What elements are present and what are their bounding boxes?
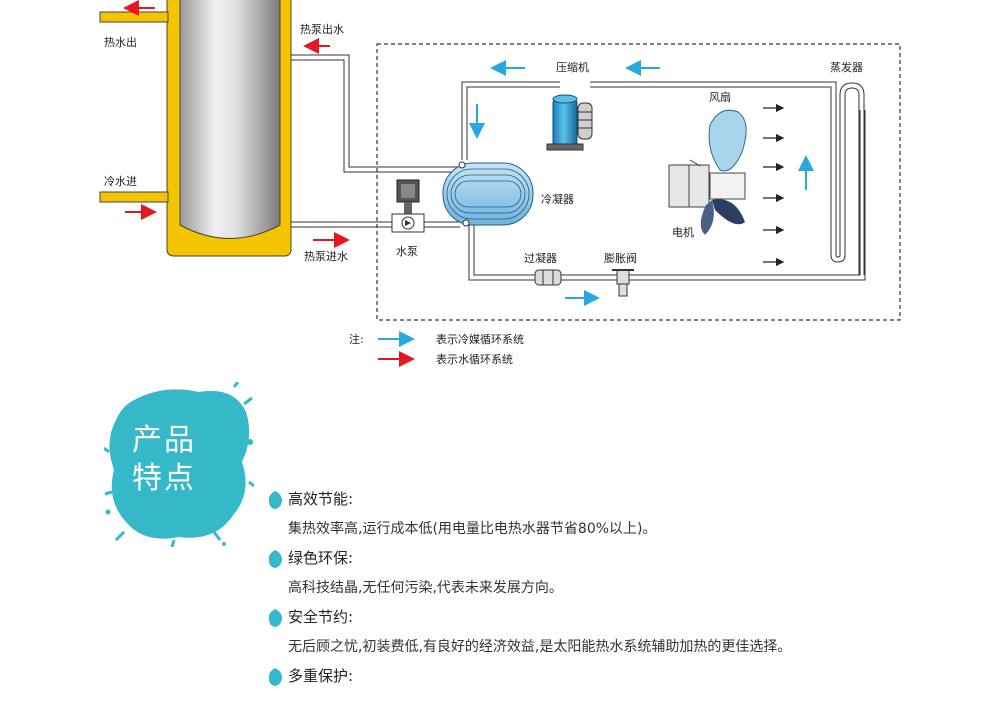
legend: 注: 表示冷媒循环系统 表示水循环系统 bbox=[349, 331, 524, 367]
badge-line-1: 产品 bbox=[132, 423, 196, 458]
feature-description: 集热效率高,运行成本低(用电量比电热水器节省80%以上)。 bbox=[288, 521, 657, 537]
hot-water-out-pipe bbox=[99, 0, 169, 23]
airflow-arrows bbox=[763, 103, 785, 267]
cold-water-in-pipe bbox=[99, 191, 169, 220]
product-features-badge bbox=[104, 382, 254, 547]
feature-description: 无后顾之忧,初装费低,有良好的经济效益,是太阳能热水系统辅助加热的更佳选择。 bbox=[288, 639, 792, 655]
feature-item: 多重保护: bbox=[264, 665, 964, 724]
feature-title: 安全节约: bbox=[288, 608, 354, 626]
label-condenser: 冷凝器 bbox=[541, 192, 574, 206]
feature-description: 高科技结晶,无任何污染,代表未来发展方向。 bbox=[288, 580, 563, 596]
feature-title: 绿色环保: bbox=[288, 549, 354, 567]
pump-water-out-pipe bbox=[291, 38, 460, 173]
feature-title: 多重保护: bbox=[288, 667, 354, 685]
feature-list: 高效节能: 集热效率高,运行成本低(用电量比电热水器节省80%以上)。 绿色环保… bbox=[264, 488, 964, 724]
feature-item: 高效节能: 集热效率高,运行成本低(用电量比电热水器节省80%以上)。 bbox=[264, 488, 964, 547]
feature-title: 高效节能: bbox=[288, 490, 354, 508]
drop-bullet-icon bbox=[268, 550, 282, 568]
label-hot-water-out: 热水出 bbox=[104, 35, 137, 49]
compressor bbox=[546, 94, 593, 151]
drop-bullet-icon bbox=[268, 609, 282, 627]
legend-note: 注: bbox=[349, 332, 364, 346]
label-expansion-valve: 膨胀阀 bbox=[604, 251, 637, 265]
label-filter: 过凝器 bbox=[524, 251, 557, 265]
heat-pump-diagram: 热水出 冷水进 热泵出水 热泵进水 压缩机 蒸发器 风扇 冷凝器 电机 水泵 过… bbox=[99, 0, 901, 367]
drop-bullet-icon bbox=[268, 491, 282, 509]
heat-pump-unit-boundary bbox=[376, 43, 901, 321]
expansion-valve bbox=[612, 269, 634, 297]
refrigerant-flow-arrows bbox=[469, 60, 814, 306]
water-tank bbox=[166, 0, 292, 257]
feature-item: 安全节约: 无后顾之忧,初装费低,有良好的经济效益,是太阳能热水系统辅助加热的更… bbox=[264, 606, 964, 665]
legend-water-label: 表示水循环系统 bbox=[436, 352, 513, 366]
condenser-coil bbox=[442, 161, 534, 227]
label-pump-water-out: 热泵出水 bbox=[300, 22, 344, 36]
drop-bullet-icon bbox=[268, 668, 282, 686]
feature-item: 绿色环保: 高科技结晶,无任何污染,代表未来发展方向。 bbox=[264, 547, 964, 606]
filter bbox=[534, 269, 562, 286]
badge-title: 产品 特点 bbox=[132, 422, 212, 498]
legend-refrigerant-label: 表示冷媒循环系统 bbox=[436, 332, 524, 346]
water-pump bbox=[391, 179, 425, 233]
label-water-pump: 水泵 bbox=[396, 245, 418, 258]
label-cold-water-in: 冷水进 bbox=[104, 175, 137, 188]
evaporator bbox=[830, 82, 865, 275]
label-compressor: 压缩机 bbox=[556, 60, 589, 74]
label-motor: 电机 bbox=[672, 225, 694, 239]
fan bbox=[668, 109, 747, 235]
label-evaporator: 蒸发器 bbox=[830, 60, 863, 74]
pump-water-in-pipe bbox=[291, 221, 460, 248]
label-pump-water-in: 热泵进水 bbox=[304, 250, 348, 263]
badge-line-2: 特点 bbox=[132, 461, 196, 496]
label-fan: 风扇 bbox=[709, 90, 731, 104]
